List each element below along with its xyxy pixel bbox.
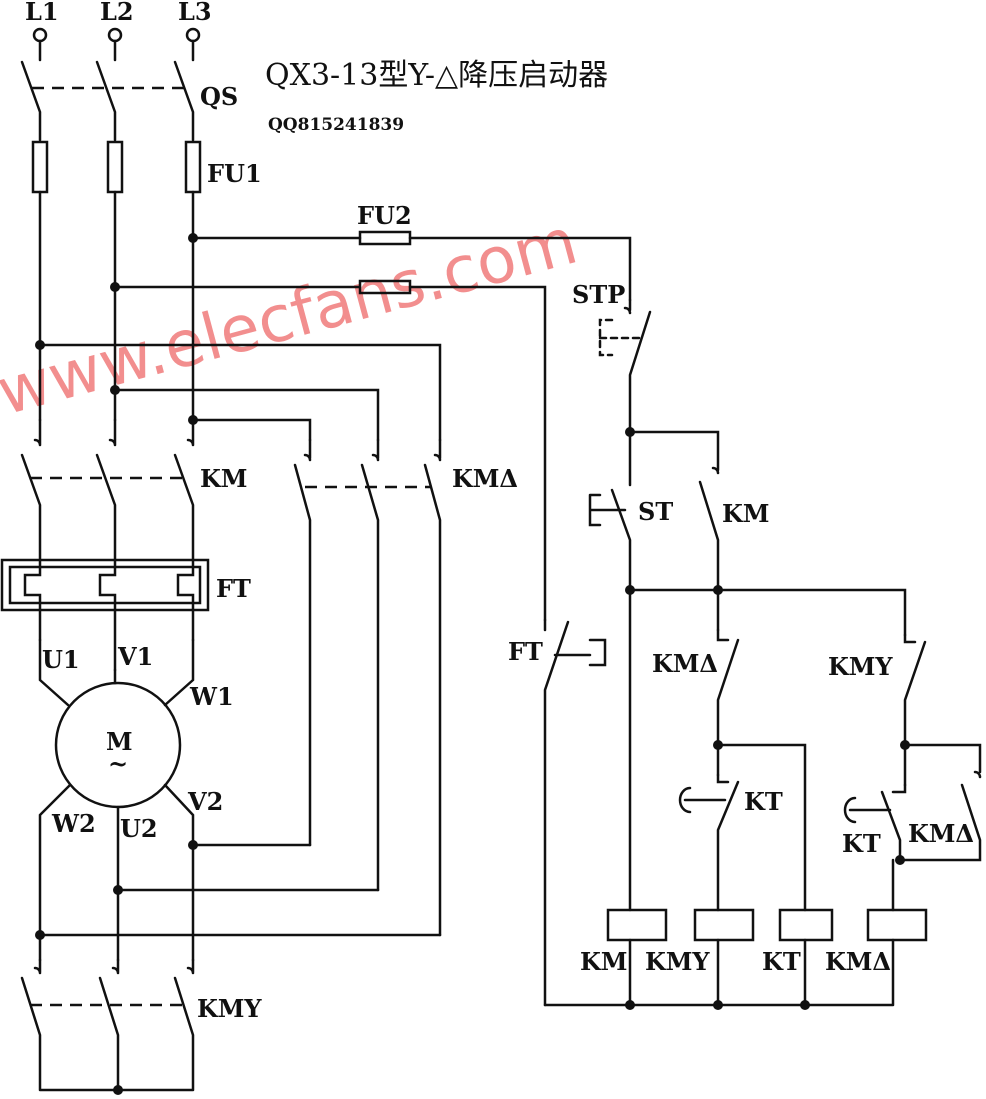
kmy-nc-label: KMY: [828, 652, 893, 681]
control-circuit: STP ST KM FT KMΔ KT KMY KT KMΔ: [508, 280, 982, 1007]
kmd-main-label: KMΔ: [452, 464, 518, 493]
kt-right-label: KT: [842, 829, 881, 858]
kmy-main-contacts: KMY: [20, 958, 262, 1095]
km-aux-label: KM: [722, 499, 769, 528]
kmy-main-label: KMY: [197, 994, 262, 1023]
km-main-contacts: KM: [20, 418, 247, 562]
coil-km: [606, 908, 668, 942]
main-bus: [38, 190, 195, 422]
qs-switch: QS: [20, 39, 238, 142]
u1-label: U1: [42, 645, 80, 674]
coil-kt: [778, 908, 834, 942]
u2-label: U2: [120, 814, 158, 843]
kmd-main-contacts: KMΔ: [293, 438, 518, 937]
coil-km-label: KM: [580, 947, 627, 976]
fu1-fuses: FU1: [31, 140, 262, 194]
terminal-l1-label: L1: [25, 0, 59, 26]
motor-ac-symbol: ~: [108, 749, 128, 778]
w2-label: W2: [51, 809, 96, 838]
ft-main-label: FT: [216, 574, 251, 603]
kmd-nc-label: KMΔ: [652, 649, 718, 678]
coil-kmd: [866, 908, 928, 942]
motor: M ~ U1 V1 W1 W2 U2 V2: [38, 638, 234, 962]
kmd-aux-label: KMΔ: [908, 819, 974, 848]
v1-label: V1: [117, 642, 153, 671]
stp-label: STP: [572, 280, 625, 309]
terminal-l2-label: L2: [100, 0, 134, 26]
ft-thermal-relay: FT: [0, 558, 251, 672]
v2-label: V2: [187, 787, 223, 816]
motor-label: M: [106, 727, 133, 756]
diagram-title: QX3-13型Y-△降压启动器: [265, 58, 608, 93]
coil-kmd-label: KMΔ: [825, 947, 891, 976]
km-main-label: KM: [200, 464, 247, 493]
st-label: ST: [638, 497, 673, 526]
qs-label: QS: [200, 82, 238, 111]
delta-feeds: [35, 340, 442, 442]
w1-label: W1: [189, 682, 234, 711]
coil-kmy-label: KMY: [645, 947, 710, 976]
coil-kmy: [693, 908, 755, 942]
coils: KM KMY KT KMΔ: [543, 908, 928, 1010]
terminal-l3-label: L3: [178, 0, 212, 26]
fu2-label: FU2: [357, 201, 412, 230]
delta-return: [35, 840, 442, 940]
kt-left-label: KT: [744, 787, 783, 816]
ft-aux-label: FT: [508, 637, 543, 666]
coil-kt-label: KT: [762, 947, 801, 976]
supply-terminals: L1 L2 L3: [25, 0, 212, 43]
fu1-label: FU1: [207, 159, 262, 188]
diagram-subtitle: QQ815241839: [268, 115, 404, 135]
fu2-fuses: FU2: [110, 201, 632, 622]
